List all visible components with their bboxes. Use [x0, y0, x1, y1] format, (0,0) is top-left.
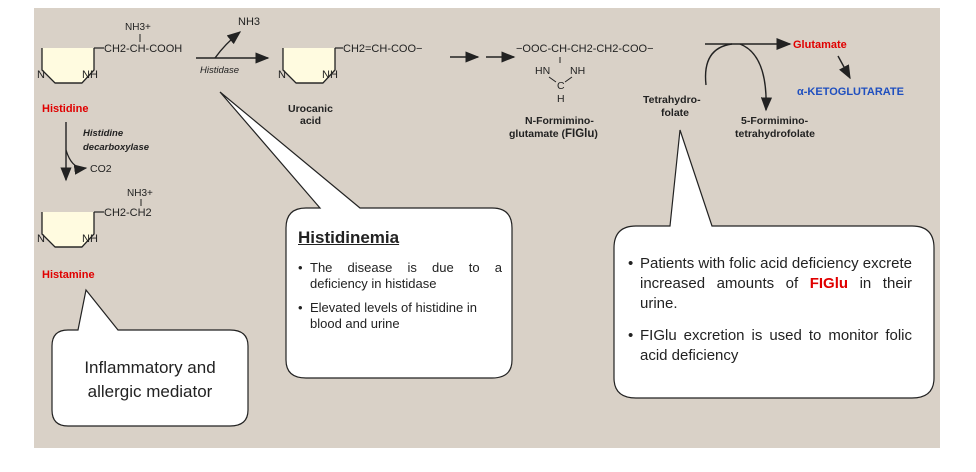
- figlu-hn: HN: [535, 65, 550, 77]
- released-nh3: NH3: [238, 16, 260, 28]
- folic-bullets: Patients with folic acid deficiency excr…: [628, 254, 912, 366]
- figlu-structure: −OOC-CH-CH2-CH2-COO− HN NH C H N-Formimi…: [509, 43, 654, 140]
- urocanic-label-2: acid: [300, 115, 321, 127]
- histidine-ring-nh: NH: [82, 69, 98, 81]
- urocanic-ring-n: N: [278, 69, 286, 81]
- co2-label: CO2: [90, 163, 112, 175]
- histidase-step: NH3 Histidase: [196, 16, 270, 76]
- decarboxylation-step: Histidine decarboxylase CO2: [60, 122, 150, 182]
- decarboxylase-enzyme-1: Histidine: [83, 128, 124, 139]
- histamine-nh3: NH3+: [127, 188, 153, 199]
- figlu-h: H: [557, 93, 565, 105]
- histidine-nh3: NH3+: [125, 22, 151, 33]
- urocanic-ring-nh: NH: [322, 69, 338, 81]
- histidinemia-bullet-2: Elevated levels of histidine in blood an…: [298, 300, 502, 332]
- mediator-text: Inflammatory and allergic mediator: [56, 356, 244, 404]
- histamine-structure: CH2-CH2 NH3+ N NH Histamine: [37, 188, 153, 281]
- folic-bullet-1: Patients with folic acid deficiency excr…: [628, 254, 912, 314]
- histidine-label: Histidine: [42, 103, 88, 115]
- histamine-ring-nh: NH: [82, 233, 98, 245]
- histamine-ring-n: N: [37, 233, 45, 245]
- folic-bullet-2: FIGlu excretion is used to monitor folic…: [628, 326, 912, 366]
- figlu-highlight: FIGlu: [809, 275, 849, 292]
- figlu-c: C: [557, 80, 565, 92]
- histidinemia-title: Histidinemia: [298, 228, 400, 247]
- figlu-formula: −OOC-CH-CH2-CH2-COO−: [516, 43, 654, 55]
- decarboxylase-enzyme-2: decarboxylase: [83, 142, 150, 153]
- histidinemia-bullet-1: The disease is due to a deficiency in hi…: [298, 260, 502, 292]
- mediator-bubble: [51, 288, 249, 427]
- urocanic-structure: CH2=CH-COO− N NH Urocanic acid: [278, 43, 422, 127]
- histidase-enzyme: Histidase: [200, 65, 239, 76]
- formimino-thf-label-2: tetrahydrofolate: [735, 128, 815, 140]
- histidine-ring-n: N: [37, 69, 45, 81]
- thf-cycle: Tetrahydro- folate 5-Formimino- tetrahyd…: [643, 38, 904, 140]
- mediator-line-1: Inflammatory and: [84, 358, 216, 377]
- glutamate-label: Glutamate: [793, 39, 847, 51]
- figlu-label-1: N-Formimino-: [525, 115, 594, 127]
- figlu-label-2: glutamate (FIGlu): [509, 128, 598, 140]
- urocanic-label-1: Urocanic: [288, 103, 333, 115]
- histamine-label: Histamine: [42, 269, 95, 281]
- figlu-nh: NH: [570, 65, 585, 77]
- folic-text: Patients with folic acid deficiency excr…: [628, 254, 912, 366]
- thf-label-1: Tetrahydro-: [643, 94, 701, 106]
- formimino-thf-label-1: 5-Formimino-: [741, 115, 809, 127]
- thf-label-2: folate: [661, 107, 689, 119]
- akg-label: α-KETOGLUTARATE: [797, 86, 904, 98]
- histidinemia-text: Histidinemia The disease is due to a def…: [298, 228, 502, 332]
- urocanic-chain: CH2=CH-COO−: [343, 43, 422, 55]
- histamine-chain: CH2-CH2: [104, 207, 152, 219]
- histidinemia-bullets: The disease is due to a deficiency in hi…: [298, 260, 502, 332]
- mediator-line-2: allergic mediator: [87, 382, 213, 401]
- histidine-structure: CH2-CH-COOH NH3+ N NH Histidine: [37, 22, 182, 115]
- histidine-chain: CH2-CH-COOH: [104, 43, 182, 55]
